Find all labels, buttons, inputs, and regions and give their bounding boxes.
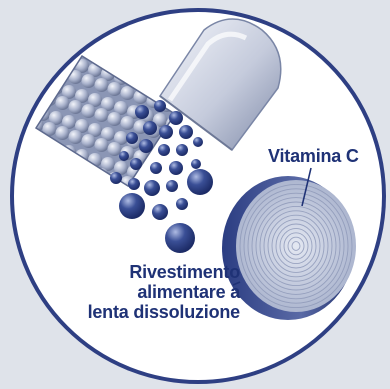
- granule-sphere-icon: [110, 172, 122, 184]
- granule-bead: [55, 126, 70, 140]
- label-coating-line-1: Rivestimento: [129, 262, 240, 282]
- granule-sphere-icon: [176, 144, 188, 156]
- granule-bead: [36, 56, 37, 57]
- granule-bead: [75, 89, 89, 103]
- granule-sphere-icon: [128, 178, 140, 190]
- granule-sphere-icon: [158, 144, 170, 156]
- granule-bead: [114, 101, 128, 115]
- granule-sphere-icon: [165, 223, 195, 253]
- tablet-ring: [255, 201, 337, 291]
- leader-line-vitamin: [301, 167, 312, 207]
- granule-sphere-icon: [169, 161, 183, 175]
- granule-bead: [88, 93, 102, 107]
- granule-bead: [107, 142, 122, 156]
- tablet-ring: [275, 223, 317, 269]
- granule-sphere-icon: [176, 198, 188, 210]
- granule-sphere-icon: [169, 111, 183, 125]
- capsule-cap: [158, 18, 282, 152]
- granule-bead: [107, 82, 122, 96]
- tablet-ring: [247, 192, 345, 300]
- tablet-ring: [287, 236, 305, 256]
- tablet-ring: [239, 183, 353, 309]
- granule-bead: [55, 96, 70, 110]
- granule-sphere-icon: [179, 125, 193, 139]
- granule-sphere-icon: [191, 159, 201, 169]
- granule-bead: [42, 62, 57, 76]
- granule-bead: [36, 58, 44, 72]
- granule-bead: [62, 115, 76, 129]
- granule-sphere-icon: [119, 151, 129, 161]
- tablet-ring: [251, 197, 341, 295]
- granule-bead: [49, 111, 63, 125]
- granule-bead: [120, 116, 135, 130]
- granule-bead: [101, 97, 115, 111]
- granule-sphere-icon: [143, 121, 157, 135]
- granule-bead: [94, 108, 109, 122]
- granule-bead: [81, 104, 96, 118]
- leader-line-coating: [232, 281, 241, 286]
- granule-sphere-icon: [159, 125, 173, 139]
- granule-bead: [120, 86, 135, 100]
- tablet-ring: [283, 232, 309, 260]
- granule-sphere-icon: [150, 162, 162, 174]
- granule-bead: [107, 112, 122, 126]
- granule-sphere-icon: [135, 105, 149, 119]
- granule-bead: [101, 127, 115, 141]
- falling-granules: [110, 100, 213, 253]
- tablet-ring: [279, 227, 313, 265]
- granule-bead: [81, 134, 96, 148]
- granule-bead: [153, 113, 167, 127]
- tablet-face: [236, 180, 356, 312]
- label-coating-line-3: lenta dissoluzione: [87, 302, 241, 322]
- granule-bead: [42, 122, 57, 136]
- label-coating: Rivestimento alimentare a lenta dissoluz…: [74, 262, 241, 322]
- granule-sphere-icon: [126, 132, 138, 144]
- tablet: [222, 176, 356, 320]
- granule-sphere-icon: [144, 180, 160, 196]
- tablet-ring: [271, 219, 321, 273]
- label-coating-line-2: alimentare a: [137, 282, 240, 302]
- granule-bead: [114, 131, 128, 145]
- granule-sphere-icon: [130, 158, 142, 170]
- granule-bead: [49, 56, 63, 65]
- granule-sphere-icon: [119, 193, 145, 219]
- granule-bead: [81, 74, 96, 88]
- granule-bead: [75, 119, 89, 133]
- granule-bead: [68, 130, 83, 144]
- tablet-ring: [263, 210, 329, 282]
- granule-sphere-icon: [154, 100, 166, 112]
- granule-bead: [88, 123, 102, 137]
- granule-sphere-icon: [187, 169, 213, 195]
- tablet-ring: [259, 205, 333, 287]
- tablet-ring: [291, 241, 301, 251]
- granule-bead: [114, 161, 128, 175]
- granule-sphere-icon: [166, 180, 178, 192]
- tablet-rings: [239, 183, 353, 309]
- label-vitamin-c: Vitamina C: [268, 146, 359, 166]
- tablet-ring: [267, 214, 325, 278]
- granule-bead: [94, 138, 109, 152]
- granule-bead: [68, 100, 83, 114]
- granule-bead: [68, 70, 83, 84]
- granule-bead: [94, 78, 109, 92]
- granule-sphere-icon: [193, 137, 203, 147]
- granule-bead: [62, 85, 76, 99]
- granule-bead: [36, 56, 50, 61]
- granule-bead: [101, 157, 115, 171]
- tablet-ring: [243, 188, 349, 304]
- granule-sphere-icon: [152, 204, 168, 220]
- granule-bead: [36, 73, 37, 87]
- granule-sphere-icon: [139, 139, 153, 153]
